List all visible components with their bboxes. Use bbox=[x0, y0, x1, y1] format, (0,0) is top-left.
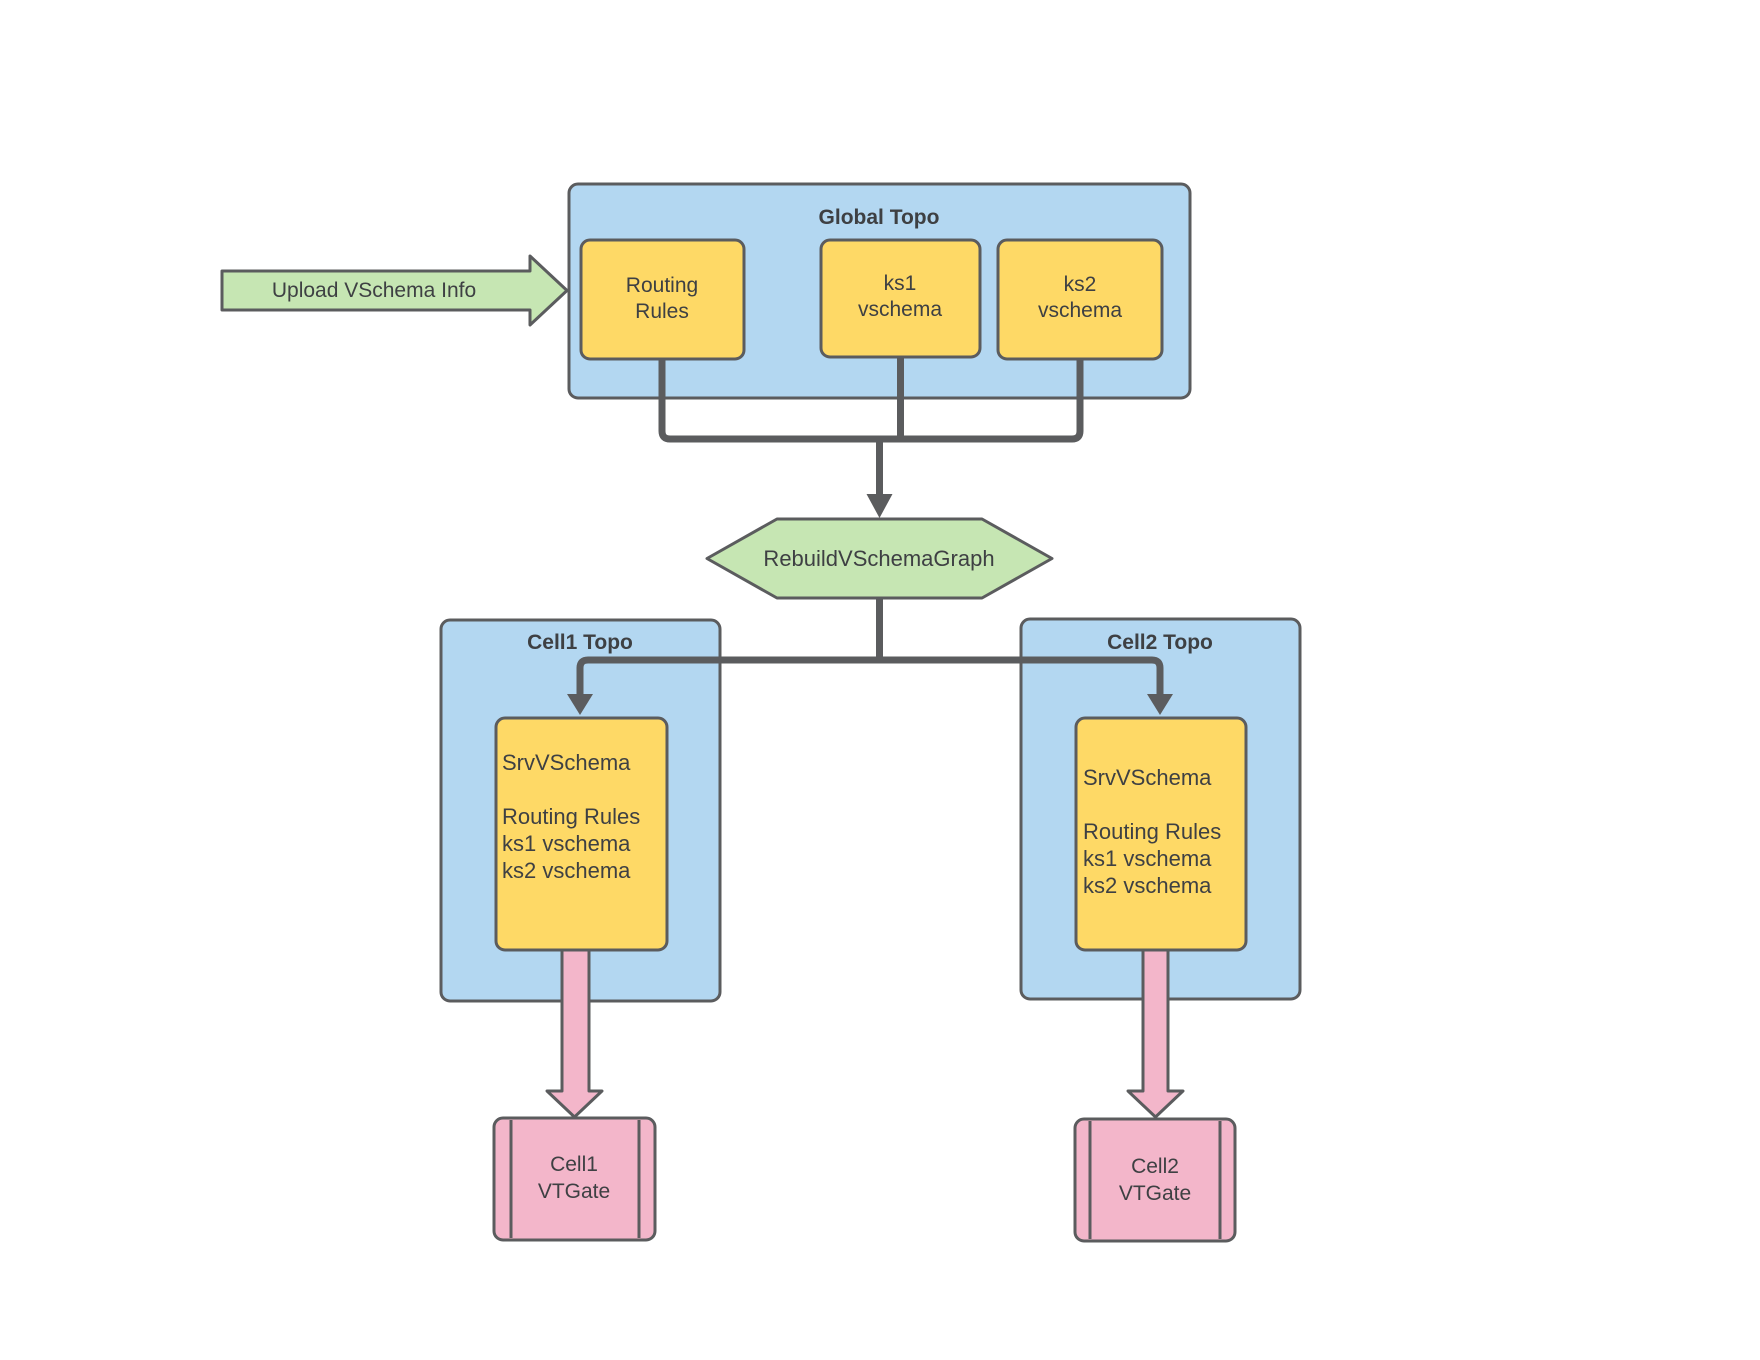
global-topo-title: Global Topo bbox=[818, 206, 940, 229]
rebuild-label: RebuildVSchemaGraph bbox=[763, 546, 995, 571]
ks1-vschema-node bbox=[819, 238, 982, 359]
cell1-vtgate-arrow bbox=[545, 947, 604, 1119]
rebuild-hexagon bbox=[705, 517, 1054, 600]
cell2-vtgate-label: Cell2 VTGate bbox=[1118, 1155, 1192, 1205]
upload-arrow-shape bbox=[220, 254, 569, 327]
cell1-srvvschema-text: SrvVSchema Routing Rules ks1 vschema ks2… bbox=[502, 750, 641, 883]
rebuild-arrowhead bbox=[866, 494, 893, 518]
cell1-vtgate-label: Cell1 VTGate bbox=[537, 1153, 611, 1203]
cell2-srvvschema-node bbox=[1074, 716, 1248, 952]
ks1-vschema-label: ks1 vschema bbox=[857, 272, 943, 321]
merge-connector bbox=[658, 355, 1084, 443]
cell2-vtgate-box bbox=[1073, 1117, 1237, 1243]
routing-rules-node bbox=[579, 238, 746, 361]
cell1-topo-title: Cell1 Topo bbox=[527, 631, 633, 654]
routing-rules-label: Routing Rules bbox=[625, 274, 699, 323]
cell1-vtgate-box bbox=[492, 1116, 657, 1242]
ks2-vschema-label: ks2 vschema bbox=[1037, 273, 1123, 322]
cell1-arrowhead bbox=[567, 694, 593, 715]
cell2-arrowhead bbox=[1147, 694, 1173, 715]
cell2-topo-title: Cell2 Topo bbox=[1107, 631, 1213, 654]
cell2-vtgate-arrow bbox=[1126, 947, 1185, 1119]
cell1-srvvschema-node bbox=[494, 716, 669, 952]
split-connector bbox=[576, 656, 1164, 700]
upload-arrow-label: Upload VSchema Info bbox=[271, 279, 477, 302]
cell2-srvvschema-text: SrvVSchema Routing Rules ks1 vschema ks2… bbox=[1083, 765, 1222, 898]
ks2-vschema-node bbox=[996, 238, 1164, 361]
